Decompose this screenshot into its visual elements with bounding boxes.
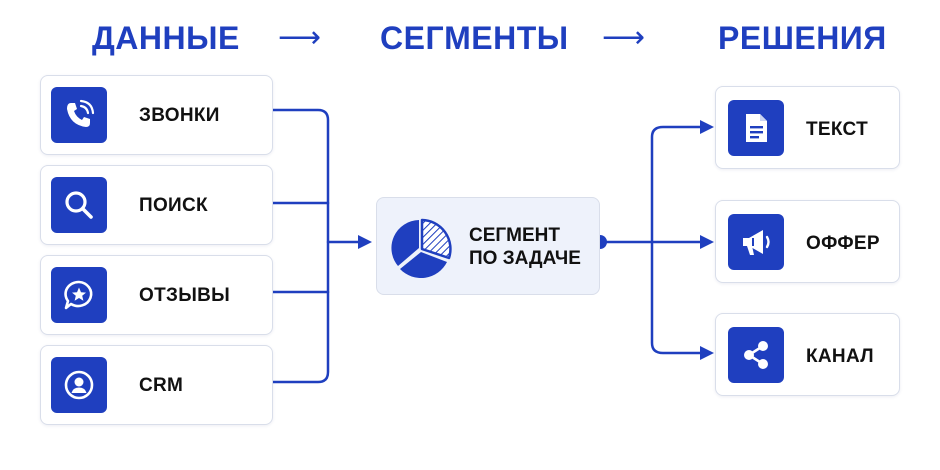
flow-arrow-2: ⟶ <box>602 21 646 54</box>
share-icon <box>728 327 784 383</box>
output-label-offer: ОФФЕР <box>806 233 880 254</box>
segment-label-line2: ПО ЗАДАЧЕ <box>469 248 581 269</box>
source-card-reviews[interactable]: ОТЗЫВЫ <box>40 255 273 335</box>
user-profile-icon <box>51 357 107 413</box>
megaphone-icon <box>728 214 784 270</box>
flow-arrow-1: ⟶ <box>278 21 322 54</box>
source-bracket-line <box>271 108 330 384</box>
segment-label-line1: СЕГМЕНТ <box>469 225 560 246</box>
review-star-icon <box>51 267 107 323</box>
output-card-text[interactable]: ТЕКСТ <box>715 86 900 169</box>
arrowhead-to-offer <box>700 235 714 249</box>
data-column-title: ДАННЫЕ <box>92 20 240 56</box>
source-label-calls: ЗВОНКИ <box>139 105 220 126</box>
arrowhead-to-text <box>700 120 714 134</box>
source-card-calls[interactable]: ЗВОНКИ <box>40 75 273 155</box>
output-card-channel[interactable]: КАНАЛ <box>715 313 900 396</box>
output-label-channel: КАНАЛ <box>806 346 874 367</box>
phone-icon <box>51 87 107 143</box>
output-label-text: ТЕКСТ <box>806 119 868 140</box>
search-icon <box>51 177 107 233</box>
arrowhead-to-segment <box>358 235 372 249</box>
arrowhead-to-channel <box>700 346 714 360</box>
source-label-reviews: ОТЗЫВЫ <box>139 285 231 306</box>
pie-chart-icon <box>389 214 455 280</box>
decisions-column-title: РЕШЕНИЯ <box>718 20 887 56</box>
source-card-search[interactable]: ПОИСК <box>40 165 273 245</box>
output-card-offer[interactable]: ОФФЕР <box>715 200 900 283</box>
source-label-search: ПОИСК <box>139 195 208 216</box>
document-icon <box>728 100 784 156</box>
segment-card[interactable]: СЕГМЕНТ ПО ЗАДАЧЕ <box>376 197 600 295</box>
output-bracket-line <box>650 125 705 355</box>
segments-column-title: СЕГМЕНТЫ <box>380 20 569 56</box>
source-card-crm[interactable]: CRM <box>40 345 273 425</box>
source-label-crm: CRM <box>139 375 184 396</box>
